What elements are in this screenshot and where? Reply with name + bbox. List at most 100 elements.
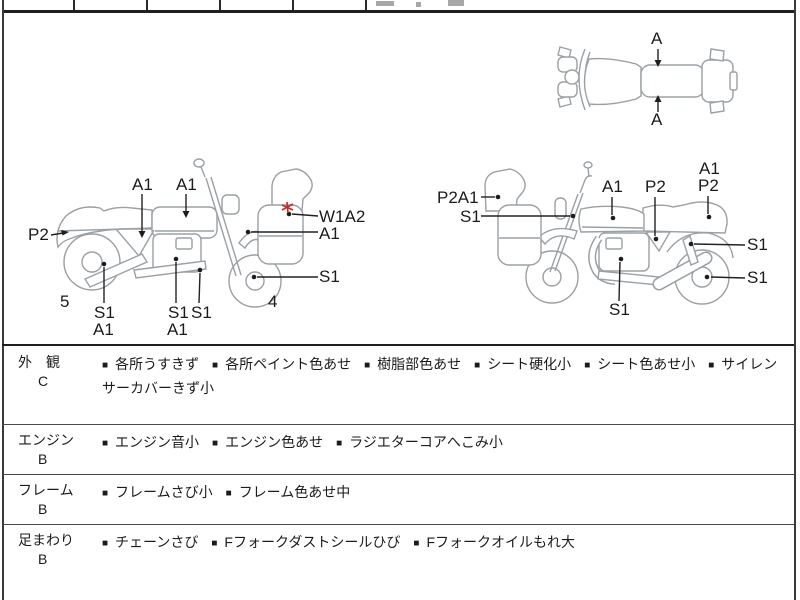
windscreen (271, 168, 313, 212)
table-column-divider (146, 0, 148, 10)
condition-item: ■Fフォークダストシールひび (211, 534, 401, 550)
row-category: フレーム (18, 482, 74, 498)
damage-label-s1-frame-lower: S1 (191, 303, 212, 322)
headlight (221, 194, 240, 215)
tail-light (729, 71, 738, 91)
table-row-engine: エンジン B ■エンジン音小■エンジン色あせ■ラジエターコアへこみ小 (0, 430, 800, 472)
bullet-square-icon: ■ (225, 488, 232, 499)
condition-item: ■フレーム色あせ中 (225, 484, 351, 500)
damage-label-a1-engine: A1 (167, 320, 188, 339)
damage-label-p2-rear-fender: P2 (28, 225, 49, 244)
headlight-top (564, 69, 580, 85)
motorcycle-left-side-view (56, 158, 313, 308)
side-cover (644, 231, 672, 253)
damage-label-s1-fork: S1 (460, 207, 481, 226)
front-hub (245, 271, 265, 291)
row-items: ■エンジン音小■エンジン色あせ■ラジエターコアへこみ小 (102, 431, 788, 455)
condition-item: ■各所うすきず (102, 356, 200, 372)
bullet-square-icon: ■ (413, 538, 420, 549)
damage-label-s1-muffler: S1 (94, 303, 115, 322)
damage-label-s1-engine: S1 (168, 303, 189, 322)
bullet-square-icon: ■ (474, 360, 481, 371)
arrowhead-icon (61, 230, 69, 236)
condition-item: ■樹脂部色あせ (364, 356, 462, 372)
damage-label-topview-a-lower: A (651, 110, 663, 129)
row-items: ■フレームさび小 ■フレーム色あせ中 (102, 481, 788, 505)
arrowhead-icon (654, 60, 662, 67)
table-column-divider (292, 0, 294, 10)
row-items: ■チェーンさび■Fフォークダストシールひび■Fフォークオイルもれ大 (102, 531, 788, 555)
page-right-border (794, 0, 796, 600)
bullet-square-icon: ■ (102, 538, 109, 549)
table-row-exterior: 外 観 C ■各所うすきず■各所ペイント色あせ■樹脂部色あせ■シート硬化小■シー… (0, 352, 800, 422)
damage-label-a1-muffler: A1 (93, 320, 114, 339)
seat-top (640, 64, 705, 98)
rear-hub (81, 251, 103, 273)
seat-line (57, 227, 153, 232)
damage-label-s1-front-wheel: S1 (319, 267, 340, 286)
bullet-square-icon: ■ (102, 438, 109, 449)
bullet-square-icon: ■ (708, 360, 715, 371)
row-items: ■各所うすきず ■各所ペイント色あせ ■樹脂部色あせ ■シート硬化小 ■シート色あせ小 ■… (102, 353, 788, 400)
row-category: 外 観 (18, 354, 60, 370)
arrowhead-icon (654, 95, 662, 102)
damage-label-a1-front-fender: A1 (319, 224, 340, 243)
condition-item: ■エンジン色あせ (212, 434, 324, 450)
table-column-divider (219, 0, 221, 10)
condition-item: ■シート色あせ小 (584, 356, 696, 372)
carburetor (175, 237, 193, 250)
rear-wheel (63, 233, 121, 291)
cropped-text-fragment (416, 2, 421, 7)
damage-label-p2-rear-cowl: P2 (698, 176, 719, 195)
table-row-divider (2, 474, 794, 475)
front-fork (205, 177, 237, 277)
table-column-divider (73, 0, 75, 10)
front-fairing (257, 204, 304, 265)
headlight (554, 197, 567, 220)
damage-label-a1-tank: A1 (176, 175, 197, 194)
damage-label-a1-tank-right: A1 (602, 177, 623, 196)
condition-item: ■フレームさび小 (102, 484, 213, 500)
red-repair-mark (281, 201, 294, 214)
damage-label-topview-a-upper: A (651, 29, 663, 48)
table-row-undercarriage: 足まわり B ■チェーンさび■Fフォークダストシールひび■Fフォークオイルもれ大 (0, 530, 800, 596)
front-fork (210, 176, 242, 276)
fuel-tank-top (583, 57, 642, 106)
damage-label-w1a2-fairing: W1A2 (319, 207, 366, 226)
tank-line (581, 226, 644, 229)
windscreen (484, 168, 526, 212)
windscreen-curve (578, 48, 586, 111)
bullet-square-icon: ■ (336, 438, 343, 449)
number-label-4: 4 (268, 292, 278, 311)
front-hub (542, 267, 562, 287)
bullet-square-icon: ■ (102, 360, 109, 371)
bullet-square-icon: ■ (212, 438, 219, 449)
condition-item: ■シート硬化小 (474, 356, 572, 372)
leader-lines (50, 49, 746, 304)
motorcycle-top-view (557, 46, 738, 114)
motorcycle-right-side-view (484, 161, 734, 305)
condition-item: ■エンジン音小 (102, 434, 200, 450)
mirror-icon (583, 161, 593, 169)
damage-label-s1-rear-wheel: S1 (747, 268, 768, 287)
mirror-icon (193, 158, 205, 168)
front-wheel (228, 254, 282, 308)
cropped-table-row (2, 0, 794, 13)
damage-label-s1-shock: S1 (747, 235, 768, 254)
condition-item: ■チェーンさび (102, 534, 199, 550)
table-row-divider (2, 424, 794, 425)
front-fairing (497, 204, 542, 266)
page-left-border (2, 0, 4, 600)
row-grade: B (38, 501, 48, 517)
condition-item: ■各所ペイント色あせ (212, 356, 352, 372)
table-row-divider (2, 524, 794, 525)
number-label-5: 5 (60, 292, 70, 311)
row-grade: B (38, 451, 48, 467)
carburetor (605, 237, 623, 250)
damage-label-s1-engine-right: S1 (609, 300, 630, 319)
rear-shock (682, 234, 699, 266)
table-border (2, 344, 794, 346)
damage-label-p2-side-cover: P2 (645, 177, 666, 196)
